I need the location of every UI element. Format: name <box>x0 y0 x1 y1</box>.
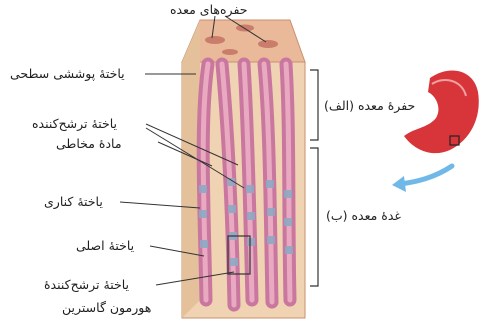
label-gastrin-cell-line1: یاختهٔ ترشح‌کنندهٔ <box>44 277 129 293</box>
zoom-arrow <box>392 166 452 192</box>
label-mucous-cell-line1: یاختهٔ ترشح‌کننده <box>32 116 117 132</box>
label-chief-cell: یاختهٔ اصلی <box>76 238 134 254</box>
label-gastrin-cell-line2: هورمون گاسترین <box>62 300 151 316</box>
label-gastric-pit-alef: حفرهٔ معده (الف) <box>324 98 415 114</box>
label-parietal-cell: یاختهٔ کناری <box>44 194 103 210</box>
region-brackets <box>310 70 318 286</box>
label-gastric-gland-be: غدهٔ معده (ب) <box>326 208 401 224</box>
label-mucous-cell-line2: مادهٔ مخاطی <box>56 136 122 152</box>
label-gastric-pits: حفره‌های معده <box>170 2 248 18</box>
label-surface-epithelial-cell: یاختهٔ پوششی سطحی <box>10 66 125 82</box>
